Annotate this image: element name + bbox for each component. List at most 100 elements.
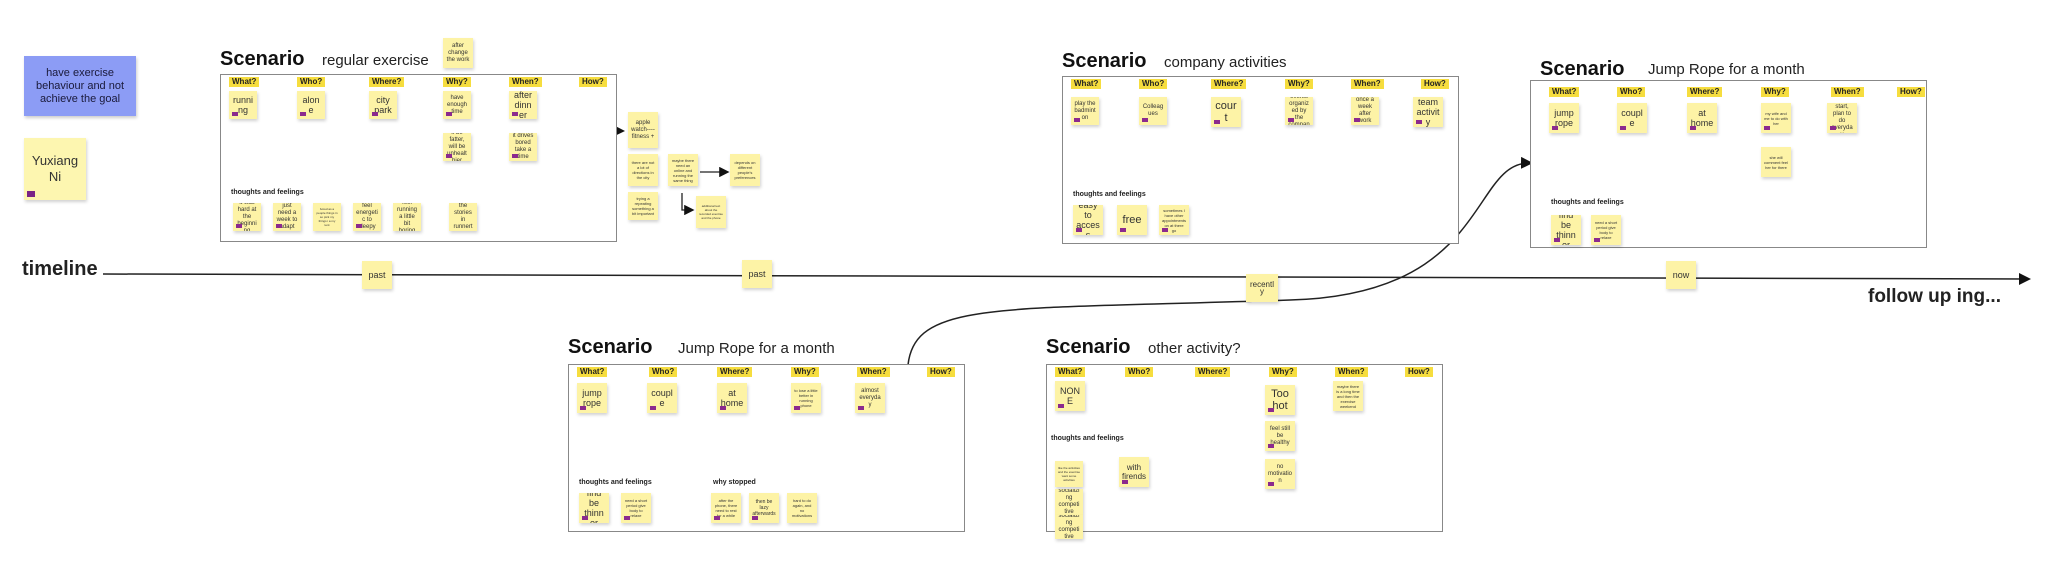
jump-now-who: couple (1617, 103, 1647, 133)
side-note-repeating: trying a repeating something a bit impor… (628, 192, 658, 220)
company-how: team activity (1413, 97, 1443, 127)
regular-where: city park (369, 91, 397, 119)
header-what: What? (1549, 87, 1580, 97)
regular-thoughts-label: thoughts and feelings (231, 189, 304, 196)
side-note-phone: additional text about the recorded exerc… (696, 196, 726, 228)
company-thought-1: easy to access (1073, 205, 1103, 235)
timeline-marker-past-2: past (742, 260, 772, 288)
side-note-online: maybe there need an online and running t… (668, 154, 698, 186)
timeline-marker-past-1: past (362, 261, 392, 289)
regular-what: running (229, 91, 257, 119)
other-why-2: feel still be healthy (1265, 421, 1295, 451)
scenario-jump-past-board: What? Who? Where? Why? When? How? jump r… (568, 364, 965, 532)
scenario-company-title: Scenario (1062, 50, 1147, 72)
timeline-marker-recently: recently (1246, 274, 1278, 302)
regular-who: alone (297, 91, 325, 119)
company-where: court (1211, 97, 1241, 127)
header-who: Who? (297, 77, 326, 87)
header-who: Who? (1125, 367, 1154, 377)
arrow-side-2 (681, 193, 695, 216)
regular-why-2: if be fatter, will be unhealthier (443, 133, 471, 161)
side-note-preferences: depends on different people's preference… (730, 154, 760, 186)
header-how: How? (1405, 367, 1433, 377)
regular-thought-4: feel energetic to sleepy (353, 203, 381, 231)
timeline-marker-now: now (1666, 261, 1696, 289)
scenario-other-title: Scenario (1046, 336, 1131, 358)
other-thought-4: with firends (1119, 457, 1149, 487)
scenario-regular-subtitle: regular exercise (322, 52, 429, 69)
jump-now-thought-2: need a short period give body to relaxe (1591, 215, 1621, 245)
arrow-past-to-now (907, 156, 1533, 366)
header-when: When? (509, 77, 542, 87)
other-thought-2: socializing competitive (1055, 489, 1083, 515)
other-thought-1: like the activities and the exercise wan… (1055, 461, 1083, 487)
other-thoughts-label: thoughts and feelings (1051, 435, 1124, 442)
goal-note: have exercise behaviour and not achieve … (24, 56, 136, 116)
header-where: Where? (1687, 87, 1723, 97)
scenario-other-subtitle: other activity? (1148, 340, 1241, 357)
jump-past-why-3: hard to do again, and no motivations (787, 493, 817, 523)
header-who: Who? (649, 367, 678, 377)
header-when: When? (1351, 79, 1384, 89)
other-why-1: Too hot (1265, 385, 1295, 415)
jump-past-why-label: why stopped (713, 479, 756, 486)
regular-thought-6: listening the stories in runnertes (449, 203, 477, 231)
company-thought-3: sometimes I have other appointments on a… (1159, 205, 1189, 235)
other-thought-3: socializing competitive (1055, 515, 1083, 539)
jump-past-why: to lose a little better in running phone (791, 383, 821, 413)
other-what: NONE (1055, 381, 1085, 411)
person-note: Yuxiang Ni (24, 138, 86, 200)
jump-past-thoughts-label: thoughts and feelings (579, 479, 652, 486)
header-why: Why? (1269, 367, 1297, 377)
header-who: Who? (1617, 87, 1646, 97)
jump-past-thought-2: need a short period give body to relaxe (621, 493, 651, 523)
jump-past-what: jump rope (577, 383, 607, 413)
person-name: Yuxiang Ni (31, 153, 79, 184)
scenario-company-subtitle: company activities (1164, 54, 1287, 71)
scenario-jump-now-title: Scenario (1540, 58, 1625, 80)
scenario-jump-now-board: What? Who? Where? Why? When? How? jump r… (1530, 80, 1927, 248)
jump-now-thought-1: find be thinner (1551, 215, 1581, 245)
regular-thought-1: it was hard at the beginning (233, 203, 261, 231)
header-when: When? (1831, 87, 1864, 97)
header-what: What? (229, 77, 260, 87)
jump-past-where: at home (717, 383, 747, 413)
header-where: Where? (1211, 79, 1247, 89)
timeline-line (102, 272, 2031, 285)
header-when: When? (857, 367, 890, 377)
scenario-regular-title: Scenario (220, 48, 305, 70)
scenario-regular-board: What? Who? Where? Why? When? How? runnin… (220, 74, 617, 242)
jump-now-why: my wife and me to do with her (1761, 103, 1791, 133)
jump-past-why-1: after the phone, there need to rest for … (711, 493, 741, 523)
scenario-jump-past-subtitle: Jump Rope for a month (678, 340, 835, 357)
header-how: How? (927, 367, 955, 377)
jump-now-thoughts-label: thoughts and feelings (1551, 199, 1624, 206)
scenario-other-board: What? Who? Where? Why? When? How? NONE T… (1046, 364, 1443, 539)
regular-thought-5: feel running a little bit boring (393, 203, 421, 231)
header-what: What? (577, 367, 608, 377)
regular-thought-2: just need a week to adapt (273, 203, 301, 231)
company-why: free events organized by the company (1285, 97, 1313, 125)
company-thought-2: free (1117, 205, 1147, 235)
jump-past-who: couple (647, 383, 677, 413)
scenario-jump-past-title: Scenario (568, 336, 653, 358)
regular-thought-3: bored as a people things in so pick my t… (313, 203, 341, 231)
side-note-apple-watch: apple watch---- fitness + (628, 112, 658, 148)
company-thoughts-label: thoughts and feelings (1073, 191, 1146, 198)
jump-now-where: at home (1687, 103, 1717, 133)
timeline-label: timeline (22, 258, 98, 280)
header-how: How? (579, 77, 607, 87)
regular-when: after dinner (509, 91, 537, 119)
goal-note-text: have exercise behaviour and not achieve … (35, 66, 125, 105)
header-why: Why? (1285, 79, 1313, 89)
header-what: What? (1055, 367, 1086, 377)
header-why: Why? (443, 77, 471, 87)
header-where: Where? (717, 367, 753, 377)
jump-past-why-2: then be lazy afterwards (749, 493, 779, 523)
other-when: maybe there is a long time and then the … (1333, 381, 1363, 411)
header-when: When? (1335, 367, 1368, 377)
side-note-directions: there are not a lot of directions in the… (628, 154, 658, 186)
header-where: Where? (1195, 367, 1231, 377)
other-why-3: no motivation (1265, 459, 1295, 489)
header-who: Who? (1139, 79, 1168, 89)
